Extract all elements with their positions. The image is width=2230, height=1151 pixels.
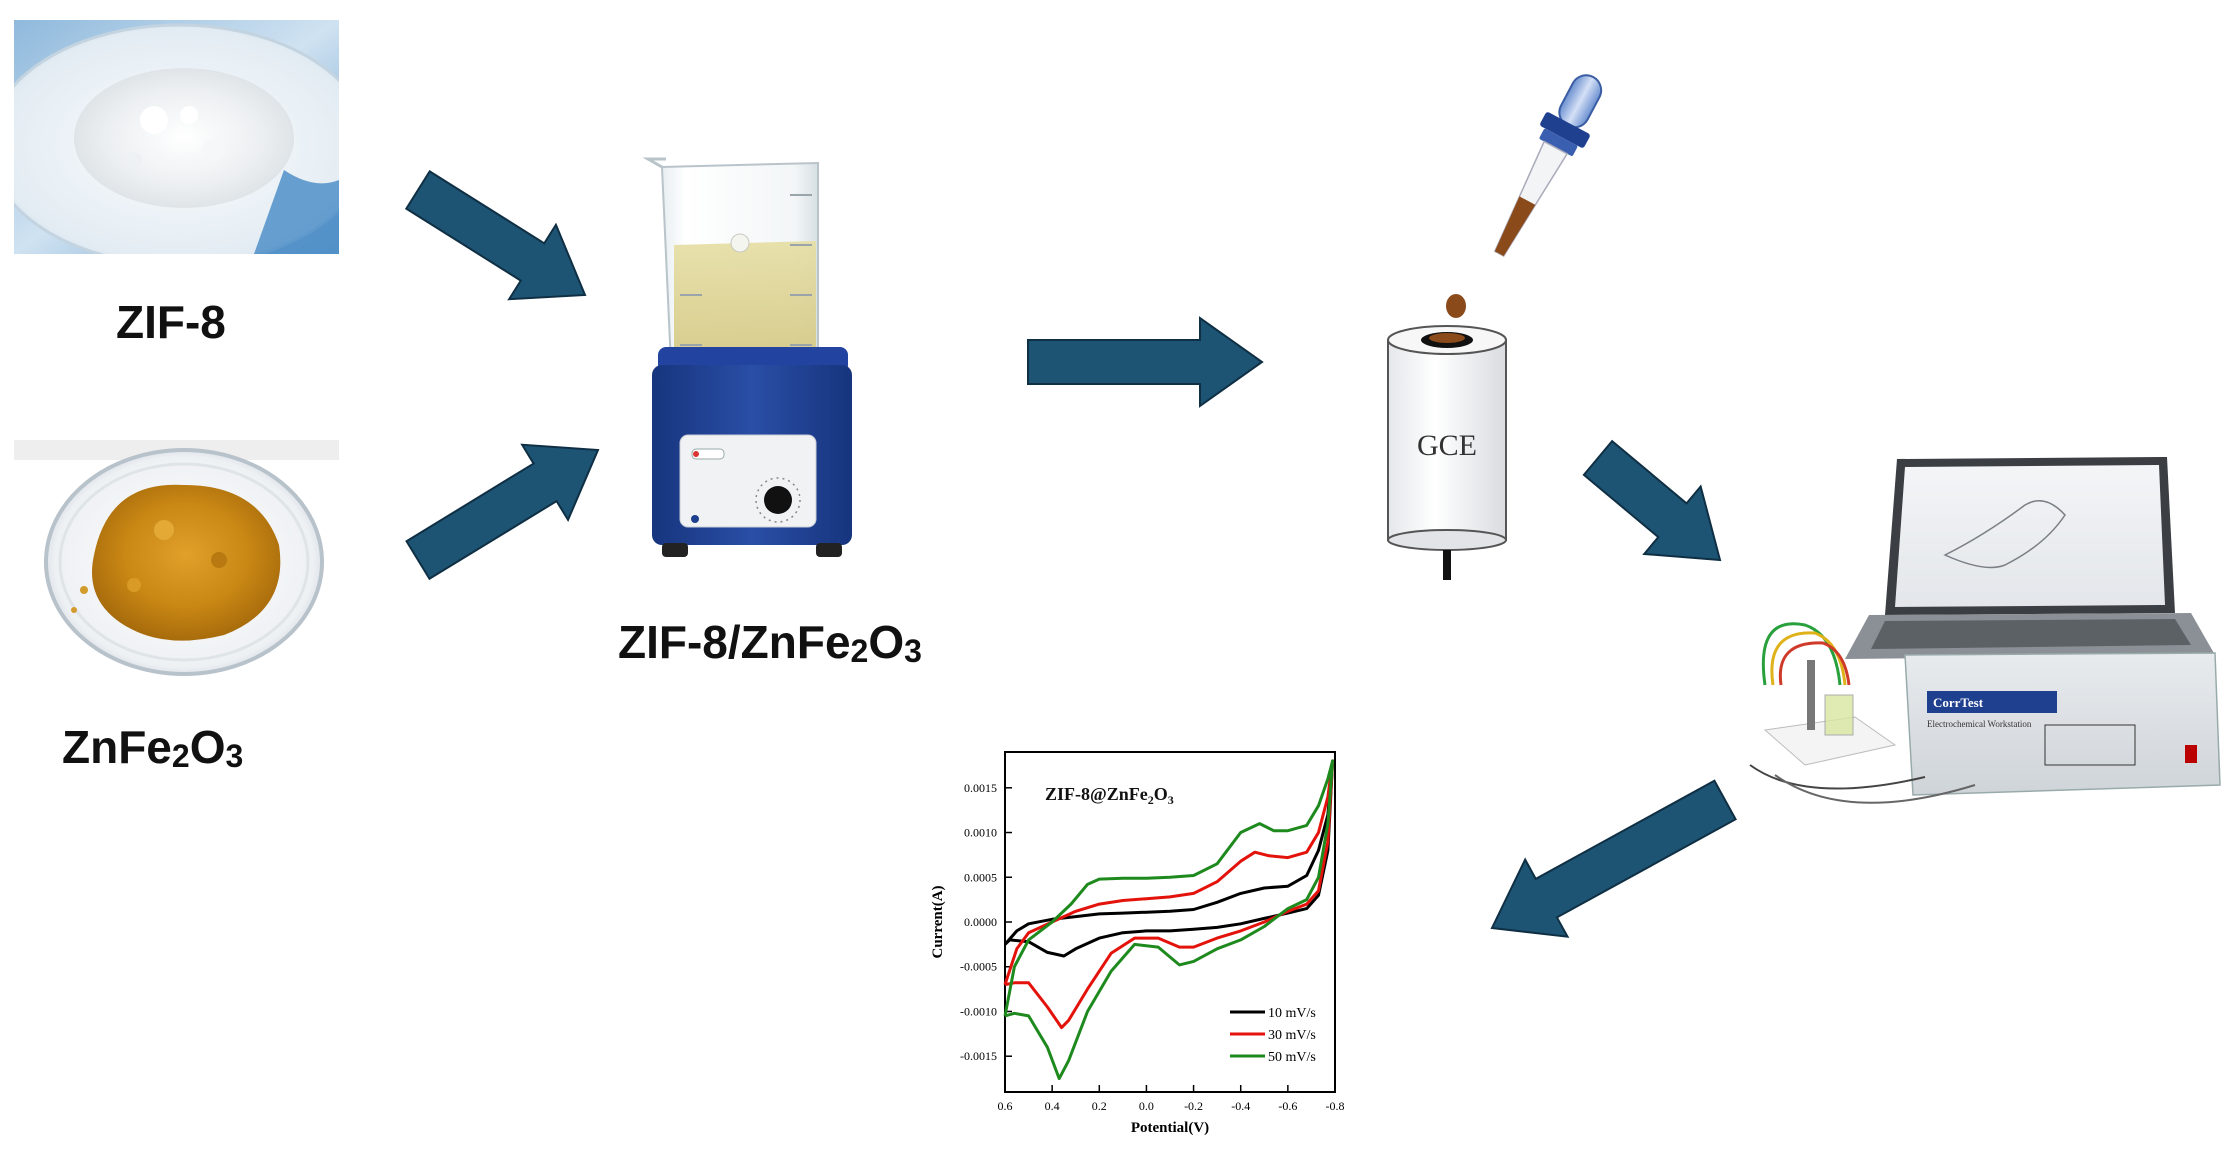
cv-curve-3 [1003, 759, 1335, 1081]
chart-annotation: ZIF-8@ZnFe2O3 [1045, 784, 1174, 807]
x-tick-label: 0.6 [998, 1099, 1013, 1113]
znfe2o3-powder-image [14, 440, 339, 680]
arrow-mixer-to-gce [1027, 316, 1264, 408]
plot-area [1004, 751, 1336, 1093]
magnetic-stirrer-beaker-image [640, 155, 870, 575]
chart-legend: 10 mV/s 30 mV/s 50 mV/s [1230, 1006, 1316, 1065]
y-axis-label: Current(A) [930, 885, 946, 958]
arrow-znfe2o3-to-mixer [405, 443, 600, 581]
x-tick-label: -0.8 [1326, 1099, 1345, 1113]
x-axis-label: Potential(V) [1131, 1120, 1209, 1136]
y-tick-label: 0.0000 [964, 915, 997, 929]
x-tick-label: 0.4 [1045, 1099, 1060, 1113]
zif8-label: ZIF-8 [116, 296, 226, 348]
legend-label: 10 mV/s [1268, 1006, 1316, 1021]
znfe2o3-label: ZnFe2O3 [62, 721, 244, 774]
arrow-zif8-to-mixer [404, 169, 587, 301]
legend-label: 50 mV/s [1268, 1050, 1316, 1065]
y-tick-label: -0.0005 [960, 960, 997, 974]
y-tick-label: 0.0010 [964, 826, 997, 840]
x-tick-label: -0.4 [1231, 1099, 1250, 1113]
arrow-gce-to-workstation [1582, 439, 1722, 562]
x-tick-label: -0.6 [1278, 1099, 1297, 1113]
workstation-brand: CorrTest [1933, 695, 1984, 710]
arrow-workstation-to-chart [1490, 779, 1737, 938]
cv-chart: 0.0015 0.0010 0.0005 0.0000 -0.0005 -0.0010 -0… [930, 751, 1345, 1136]
workstation-subtitle: Electrochemical Workstation [1927, 719, 2032, 729]
x-tick-label: 0.2 [1092, 1099, 1107, 1113]
x-tick-label: 0.0 [1139, 1099, 1154, 1113]
x-tick-label: -0.2 [1184, 1099, 1203, 1113]
electrochemical-workstation-image: CorrTest Electrochemical Workstation [1745, 445, 2225, 830]
y-tick-label: 0.0005 [964, 870, 997, 884]
y-tick-label: -0.0015 [960, 1049, 997, 1063]
y-tick-label: -0.0010 [960, 1004, 997, 1018]
composite-label: ZIF-8/ZnFe2O3 [618, 616, 922, 669]
zif8-powder-image [0, 20, 371, 267]
gce-label: GCE [1417, 429, 1477, 462]
gce-electrode-dropper-image: GCE [1360, 70, 1630, 580]
legend-label: 30 mV/s [1268, 1028, 1316, 1043]
y-tick-label: 0.0015 [964, 781, 997, 795]
